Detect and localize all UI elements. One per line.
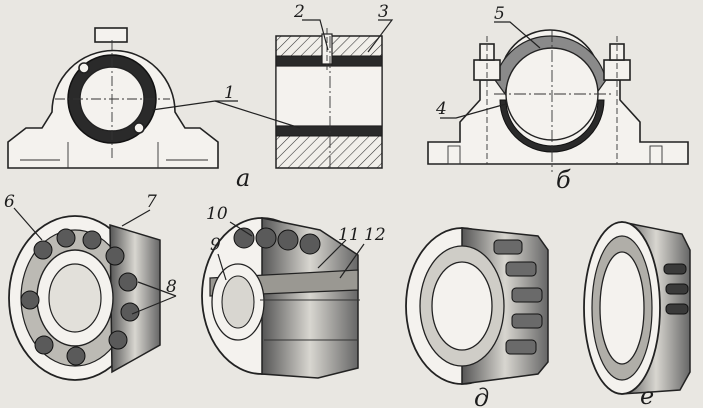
callout-7: 7	[146, 192, 157, 212]
leader-lines	[13, 19, 541, 315]
cylindrical-roller-bearing	[405, 227, 549, 385]
self-aligning-ball-bearing	[8, 215, 161, 381]
callout-8: 8	[166, 277, 177, 297]
view-label-d: д	[474, 384, 489, 408]
callout-9: 9	[210, 235, 221, 255]
callout-2: 2	[293, 2, 305, 22]
callout-5: 5	[494, 4, 505, 24]
callout-6: 6	[4, 192, 15, 212]
view-label-b: б	[556, 166, 571, 194]
split-plummer-block-view	[427, 29, 689, 172]
callout-3: 3	[378, 2, 389, 22]
callout-12: 12	[364, 225, 386, 245]
plain-bearing-front-view	[7, 27, 219, 169]
callout-10: 10	[206, 204, 228, 224]
plain-bearing-section-view	[275, 28, 383, 169]
view-label-a: а	[236, 164, 250, 192]
narrow-roller-bearing	[583, 221, 691, 395]
callout-1: 1	[224, 83, 235, 103]
callout-4: 4	[435, 99, 447, 119]
callout-11: 11	[338, 225, 360, 245]
double-row-bearing-cutaway	[201, 217, 360, 379]
view-label-e: е	[640, 382, 654, 408]
